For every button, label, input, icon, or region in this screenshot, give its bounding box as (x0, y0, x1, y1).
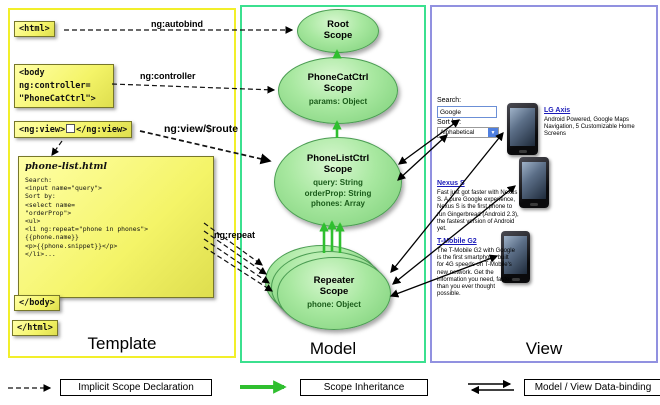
repeater-scope-ellipse: Repeater Scope phone: Object (277, 257, 391, 330)
sort-select-value: Alphabetical (440, 129, 475, 136)
phone-description: Fast just got faster with Nexus S. A pur… (437, 190, 519, 232)
phone-list-template-box: phone-list.html Search: <input name="que… (18, 156, 214, 298)
databinding-arrow-icon (468, 379, 514, 395)
scope-type: Scope (323, 83, 353, 95)
phone-button (518, 150, 527, 153)
sort-by-label: Sort by: (437, 119, 462, 126)
code-line: <ul> (25, 216, 41, 225)
ngview-tag-box: <ng:view> </ng:view> (14, 121, 133, 138)
ng-autobind-label: ng:autobind (151, 19, 203, 29)
scope-type: Scope (323, 164, 353, 176)
ng-view-route-label: ng:view/$route (164, 123, 239, 135)
inheritance-arrow-icon (240, 380, 287, 394)
search-input[interactable] (437, 106, 497, 118)
phone-screen (510, 108, 535, 146)
body-close-tag-box: </body> (14, 295, 60, 311)
html-open-tag-box: <html> (14, 21, 55, 37)
legend-databinding: Model / View Data-binding (524, 379, 660, 396)
phone-image-nexus-s (519, 157, 549, 208)
code-line: "orderProp"> (25, 208, 72, 217)
scope-property: phone: Object (307, 300, 361, 310)
template-filename: phone-list.html (25, 161, 107, 172)
template-column-label: Template (87, 334, 157, 353)
phone-link-lg-axis[interactable]: LG Axis (544, 107, 571, 114)
search-label: Search: (437, 97, 462, 104)
ng-controller-label: ng:controller (140, 71, 196, 81)
view-placeholder-icon (66, 124, 76, 133)
legend-scope-inheritance: Scope Inheritance (300, 379, 428, 396)
code-line: Sort by: (25, 192, 56, 201)
sort-select[interactable]: Alphabetical ▼ (437, 127, 499, 138)
ng-repeat-label: ng:repeat (214, 230, 256, 240)
scope-property: orderProp: String (304, 188, 372, 198)
legend-implicit-scope: Implicit Scope Declaration (60, 379, 212, 396)
code-line: Search: (25, 176, 52, 184)
phone-button (530, 203, 538, 206)
model-column-label: Model (309, 339, 357, 358)
scope-name: PhoneListCtrl (306, 153, 370, 165)
scope-type: Scope (323, 30, 353, 41)
phone-description: The T-Mobile G2 with Google is the first… (437, 248, 515, 298)
phone-description: Android Powered, Google Maps Navigation,… (544, 117, 635, 138)
phone-link-nexus-s[interactable]: Nexus S (437, 180, 465, 187)
code-line: <li ng:repeat="phone in phones"> (25, 225, 149, 234)
ngview-close-text: </ng:view> (76, 125, 128, 135)
html-close-tag-box: </html> (12, 320, 58, 336)
root-scope-ellipse: Root Scope (297, 9, 379, 53)
scope-property: query: String (313, 178, 363, 188)
scope-property: phones: Array (311, 199, 365, 209)
code-line: <p>{{phone.snippet}}</p> (25, 241, 118, 250)
phonelistctrl-scope-ellipse: PhoneListCtrl Scope query: String orderP… (274, 137, 402, 227)
implicit-arrow-icon (8, 384, 52, 392)
view-column-label: View (525, 339, 563, 358)
code-line: <input name="query"> (25, 184, 102, 193)
scope-name: Repeater (313, 275, 355, 287)
code-line: {{phone.name}} (25, 233, 79, 242)
dropdown-arrow-icon: ▼ (488, 128, 498, 137)
phonecatctrl-scope-ellipse: PhoneCatCtrl Scope params: Object (278, 57, 398, 124)
scope-type: Scope (319, 286, 349, 298)
phone-screen (522, 162, 546, 199)
ngview-open-text: <ng:view> (19, 125, 66, 135)
scope-name: PhoneCatCtrl (307, 72, 369, 84)
scope-name: Root (327, 19, 349, 31)
code-line: </li>... (25, 249, 56, 258)
scope-property: params: Object (308, 97, 368, 107)
phone-image-lg-axis (507, 103, 538, 155)
phone-link-tmobile-g2[interactable]: T-Mobile G2 (437, 238, 477, 245)
body-controller-tag-box: <body ng:controller= "PhoneCatCtrl"> (14, 64, 114, 109)
code-line: <select name= (25, 200, 76, 209)
